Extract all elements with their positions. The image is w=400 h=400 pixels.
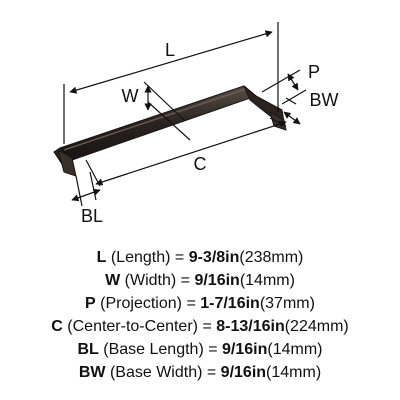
spec-metric: (14mm) [266,364,322,381]
spec-row-base-length: BL (Base Length) = 9/16in(14mm) [77,341,323,358]
spec-value: 8-13/16in [216,318,285,335]
spec-metric: (37mm) [259,295,315,312]
handle-pull [53,85,287,177]
spec-value: 9/16in [194,272,240,289]
spec-key: BL [77,341,99,358]
spec-desc: (Base Width) [109,364,203,381]
spec-metric: (14mm) [239,272,295,289]
dimension-center-to-center [85,117,287,187]
label-width: W [122,86,139,106]
spec-value: 9-3/8in [188,249,240,266]
label-projection: P [308,62,320,82]
spec-desc: (Projection) [100,295,182,312]
spec-desc: (Width) [124,272,177,289]
spec-key: W [105,272,121,289]
spec-desc: (Length) [110,249,171,266]
spec-row-projection: P (Projection) = 1-7/16in(37mm) [85,295,315,312]
spec-row-width: W (Width) = 9/16in(14mm) [105,272,295,289]
spec-value: 9/16in [222,341,268,358]
label-length: L [165,40,175,60]
spec-row-length: L (Length) = 9-3/8in(238mm) [96,249,304,266]
spec-value: 9/16in [220,364,267,381]
dimension-base-length [71,171,101,207]
spec-key: C [51,318,63,335]
dimension-length [63,22,279,144]
label-center-to-center: C [194,154,207,174]
spec-row-center-to-center: C (Center-to-Center) = 8-13/16in(224mm) [51,318,349,335]
spec-desc: (Base Length) [103,341,204,358]
spec-value: 1-7/16in [200,295,260,312]
dimension-base-width [283,97,301,125]
handle-bar [59,85,257,161]
spec-metric: (238mm) [239,249,304,266]
spec-metric: (14mm) [267,341,323,358]
spec-row-base-width: BW (Base Width) = 9/16in(14mm) [78,364,322,381]
dimension-projection [261,69,307,105]
label-base-length: BL [81,206,103,226]
spec-key: BW [78,364,106,381]
spec-metric: (224mm) [284,318,349,335]
specifications-list: L (Length) = 9-3/8in(238mm) W (Width) = … [0,246,400,384]
spec-desc: (Center-to-Center) [67,318,198,335]
dimension-diagram: L W P BW C BL [53,22,339,226]
spec-key: L [96,249,107,266]
spec-key: P [85,295,96,312]
label-base-width: BW [310,90,339,110]
handle-bar-highlight [63,88,247,151]
